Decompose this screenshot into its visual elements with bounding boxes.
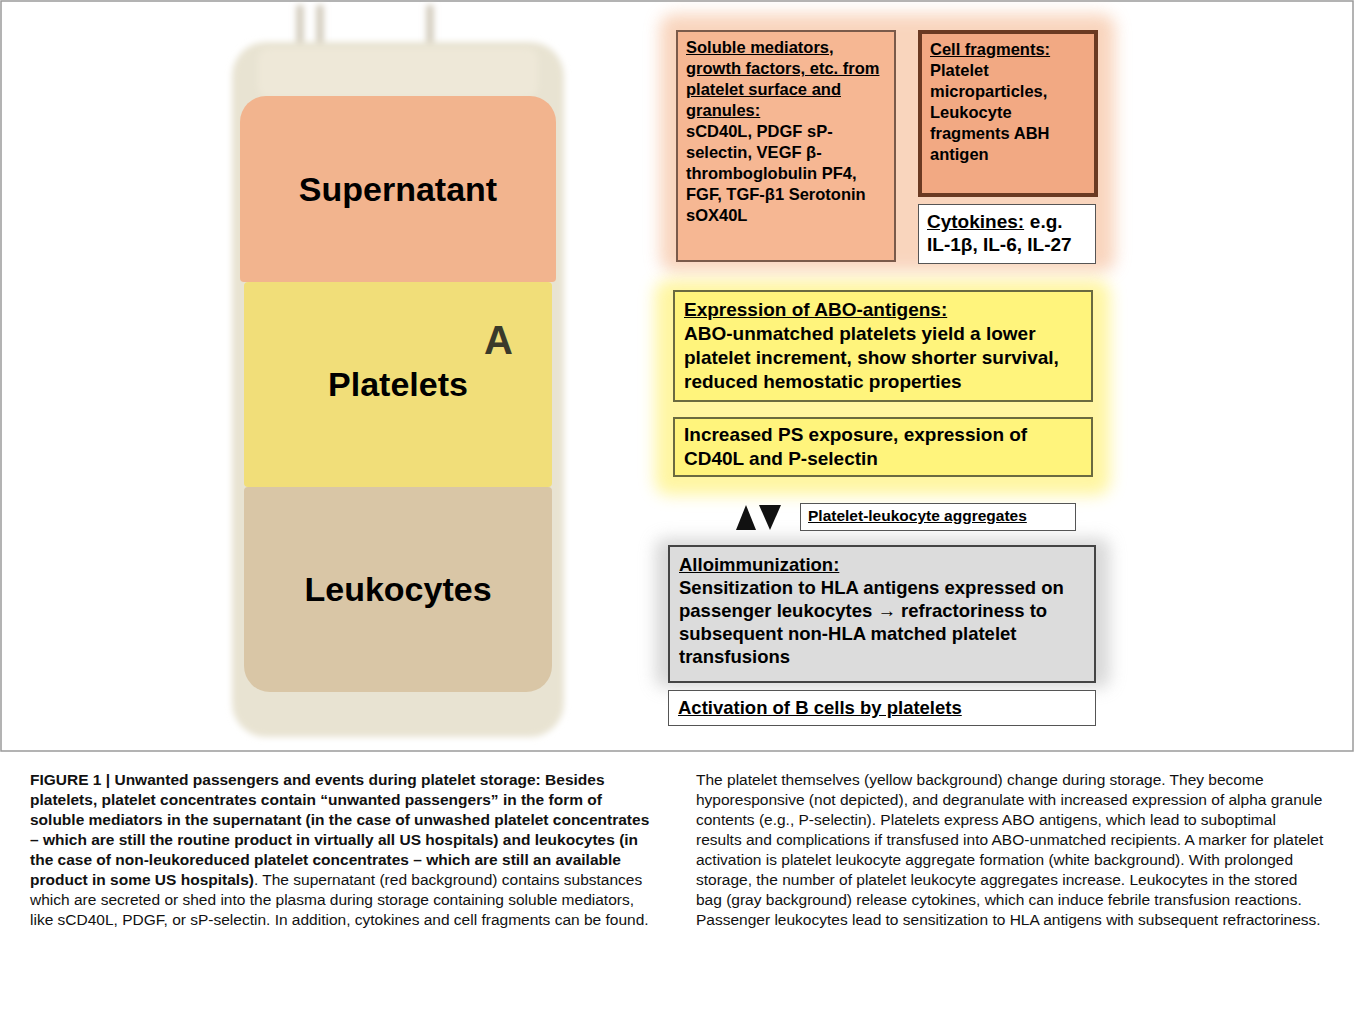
bag-band: Supernatant	[240, 96, 556, 282]
box-text: Sensitization to HLA antigens expressed …	[679, 576, 1085, 668]
bag-band: Leukocytes	[244, 487, 552, 692]
box-text: Platelet-leukocyte aggregates	[808, 506, 1068, 526]
info-box: Expression of ABO-antigens:ABO-unmatched…	[673, 290, 1093, 402]
info-box: Alloimmunization:Sensitization to HLA an…	[668, 545, 1096, 683]
info-box: Cytokines:e.g. IL-1β, IL-6, IL-27	[918, 204, 1096, 264]
platelet-bag	[232, 5, 564, 737]
box-heading: Cytokines:	[927, 211, 1024, 232]
box-text: sCD40L, PDGF sP-selectin, VEGF β-thrombo…	[686, 121, 886, 226]
info-box: Soluble mediators, growth factors, etc. …	[676, 30, 896, 262]
box-text: ABO-unmatched platelets yield a lower pl…	[684, 322, 1082, 394]
box-heading: Alloimmunization:	[679, 553, 1085, 576]
box-heading: Cell fragments:	[930, 39, 1086, 60]
info-box: Increased PS exposure, expression of CD4…	[673, 417, 1093, 477]
leukocyte-glow	[655, 538, 1110, 688]
band-label: Platelets	[328, 365, 468, 404]
figure-frame	[1, 1, 1353, 751]
band-label: Supernatant	[299, 170, 497, 209]
figure-caption: FIGURE 1 | Unwanted passengers and event…	[30, 770, 1324, 930]
sticker-letter: A	[484, 318, 513, 363]
supernatant-glow	[660, 14, 1115, 272]
info-box: Platelet-leukocyte aggregates	[800, 503, 1076, 531]
box-text: Increased PS exposure, expression of CD4…	[684, 423, 1082, 471]
caption-title: FIGURE 1 | Unwanted passengers and event…	[30, 771, 649, 888]
platelet-glow	[655, 280, 1110, 495]
bag-band: Platelets	[244, 282, 552, 487]
box-heading: Expression of ABO-antigens:	[684, 298, 1082, 322]
box-heading: Soluble mediators, growth factors, etc. …	[686, 37, 886, 121]
box-text: Platelet microparticles, Leukocyte fragm…	[930, 60, 1086, 165]
up-arrowhead	[736, 505, 756, 530]
down-arrowhead	[759, 505, 781, 530]
band-label: Leukocytes	[304, 570, 491, 609]
info-box: Activation of B cells by platelets	[668, 690, 1096, 726]
box-text: Activation of B cells by platelets	[678, 696, 1086, 719]
info-box: Cell fragments:Platelet microparticles, …	[918, 30, 1098, 197]
